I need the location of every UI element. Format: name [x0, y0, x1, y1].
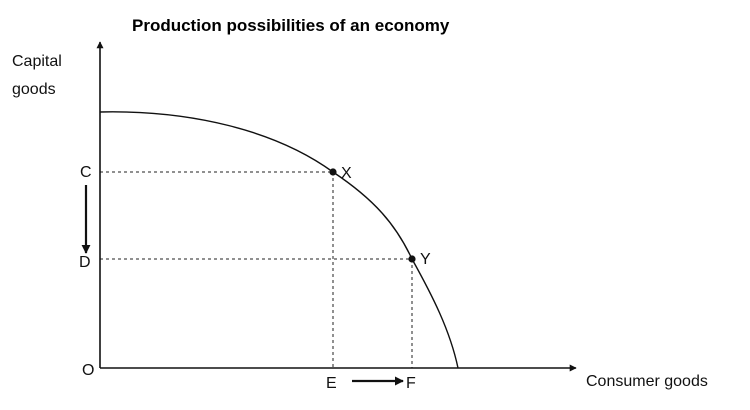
point-x-dot [329, 168, 337, 176]
y-axis-label-line1: Capital [12, 53, 62, 70]
y-axis-label-line2: goods [12, 81, 56, 98]
ppf-curve [99, 111, 459, 369]
point-y-dot [408, 255, 416, 263]
point-y-label: Y [420, 251, 431, 268]
x-axis-label: Consumer goods [586, 373, 708, 390]
chart-title: Production possibilities of an economy [132, 16, 450, 35]
label-c: C [80, 164, 92, 181]
label-d: D [79, 254, 91, 271]
point-x-label: X [341, 165, 352, 182]
label-f: F [406, 375, 416, 392]
label-origin: O [82, 362, 94, 379]
label-e: E [326, 375, 337, 392]
